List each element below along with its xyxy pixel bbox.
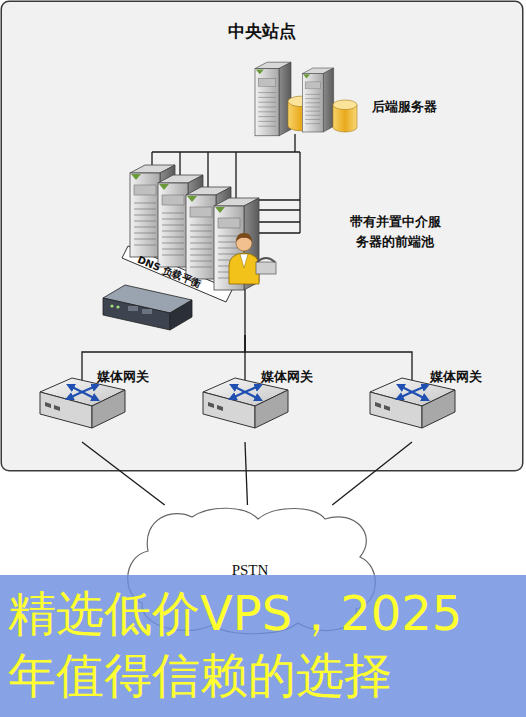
connector-line	[332, 442, 412, 505]
node-text: 媒体网关	[97, 368, 161, 386]
node-text: 带有并置中介服务器的前端池	[345, 212, 445, 252]
connector-line	[294, 134, 295, 145]
media-gateway: 媒体网关	[201, 366, 326, 442]
node-text: 媒体网关	[430, 368, 492, 386]
node-text: PSTN	[120, 561, 380, 579]
media-gateway: 媒体网关	[368, 366, 493, 442]
watermark-text: 精选低价VPS，2025年值得信赖的选择	[8, 582, 488, 706]
connector-line	[244, 335, 245, 366]
connector-line	[245, 442, 247, 505]
connector-line	[245, 335, 412, 366]
server-pool: 带有并置中介服务器的前端池	[100, 145, 455, 335]
server-group: 后端服务器	[250, 62, 455, 134]
media-gateway: 媒体网关	[38, 366, 163, 442]
connector-line	[82, 442, 165, 505]
node-text: 后端服务器	[372, 98, 452, 116]
node-text: 中央站点	[2, 20, 522, 42]
node-text: 媒体网关	[261, 368, 325, 386]
watermark-band	[0, 575, 526, 717]
site-boundary: 中央站点后端服务器带有并置中介服务器的前端池媒体网关 媒体网关 媒体网关	[2, 2, 522, 470]
connector-line	[82, 335, 245, 366]
